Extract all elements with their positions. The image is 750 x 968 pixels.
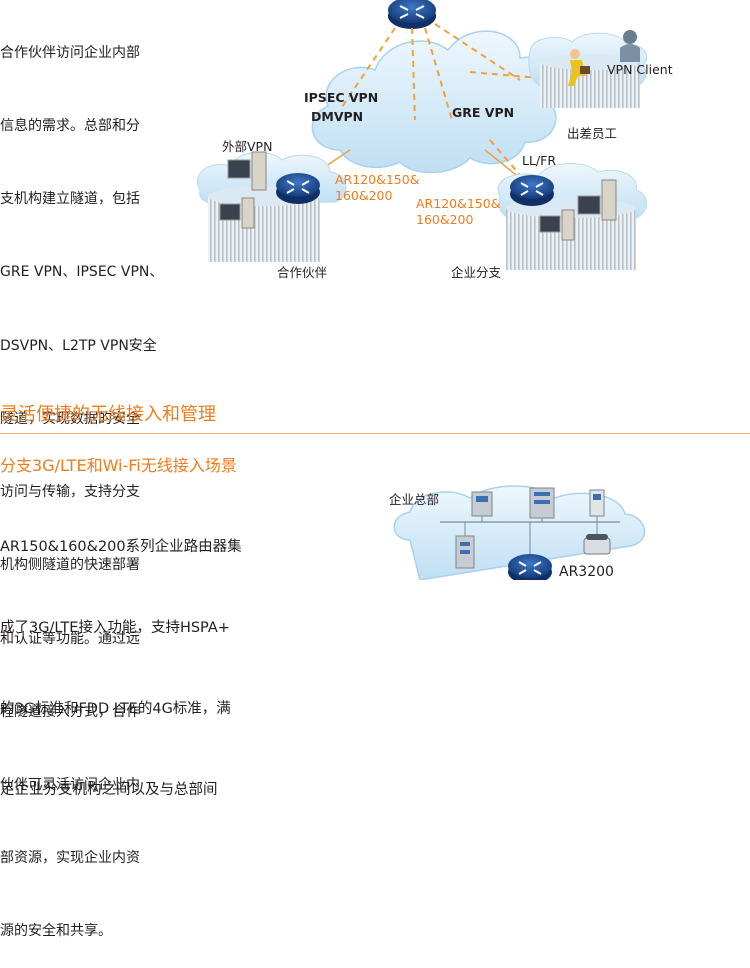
intro-line: 部资源，实现企业内资 bbox=[0, 850, 140, 867]
ar-model-label-right-2: 160&200 bbox=[416, 212, 474, 227]
branch-label: 企业分支 bbox=[451, 265, 502, 280]
hq-network-diagram bbox=[393, 485, 646, 580]
partner-router-icon bbox=[276, 173, 320, 204]
vpn-client-label: VPN Client bbox=[607, 62, 673, 77]
phone-icon bbox=[583, 522, 611, 555]
branch-router-icon bbox=[510, 175, 554, 206]
external-vpn-label: 外部VPN bbox=[222, 139, 273, 154]
intro-line: 访问与传输，支持分支 bbox=[0, 484, 140, 501]
intro-line: GRE VPN、IPSEC VPN、 bbox=[0, 264, 164, 281]
section-paragraph: AR150&160&200系列企业路由器集 成了3G/LTE接入功能，支持HSP… bbox=[0, 480, 242, 831]
ipsec-vpn-label: IPSEC VPN bbox=[304, 90, 379, 105]
intro-line: DSVPN、L2TP VPN安全 bbox=[0, 337, 157, 354]
partner-label: 合作伙伴 bbox=[277, 265, 328, 280]
intro-line: 隧道，实现数据的安全 bbox=[0, 410, 140, 427]
intro-line: 机构侧隧道的快速部署 bbox=[0, 557, 140, 574]
server-rack-icon bbox=[529, 487, 555, 522]
hq-label: 企业总部 bbox=[389, 492, 440, 507]
ar-model-label-left: AR120&150& bbox=[335, 172, 420, 187]
section-title: 灵活便捷的无线接入和管理 bbox=[0, 404, 216, 425]
section-line: AR150&160&200系列企业路由器集 bbox=[0, 539, 242, 555]
intro-line: 合作伙伴访问企业内部 bbox=[0, 44, 140, 61]
server-icon bbox=[471, 491, 493, 522]
ap-icon bbox=[589, 489, 605, 522]
vpn-network-diagram bbox=[197, 0, 648, 270]
vpn-tunnel-links bbox=[339, 23, 563, 176]
hq-router-icon bbox=[388, 0, 436, 29]
intro-line: 支机构建立隧道，包括 bbox=[0, 191, 140, 208]
gre-vpn-label: GRE VPN bbox=[452, 105, 515, 120]
partner-site bbox=[197, 151, 347, 262]
ar3200-label: AR3200 bbox=[559, 564, 614, 580]
dmvpn-label: DMVPN bbox=[311, 109, 364, 124]
llfr-label: LL/FR bbox=[522, 153, 557, 168]
section-line: 足企业分支机构之间以及与总部间 bbox=[0, 782, 218, 798]
ar-model-label-left-2: 160&200 bbox=[335, 188, 393, 203]
section-subtitle: 分支3G/LTE和Wi-Fi无线接入场景 bbox=[0, 456, 237, 475]
ar-model-label-right: AR120&150& bbox=[416, 196, 501, 211]
storage-icon bbox=[455, 522, 475, 569]
hq-router-icon-2 bbox=[508, 522, 552, 580]
travel-staff-site bbox=[528, 30, 648, 108]
section-divider bbox=[0, 433, 750, 434]
section-line: 成了3G/LTE接入功能，支持HSPA+ bbox=[0, 620, 230, 636]
intro-line: 信息的需求。总部和分 bbox=[0, 118, 140, 135]
intro-line: 源的安全和共享。 bbox=[0, 923, 112, 940]
travel-staff-label: 出差员工 bbox=[567, 126, 618, 141]
section-line: 的3G标准和FDD LTE的4G标准，满 bbox=[0, 701, 231, 717]
